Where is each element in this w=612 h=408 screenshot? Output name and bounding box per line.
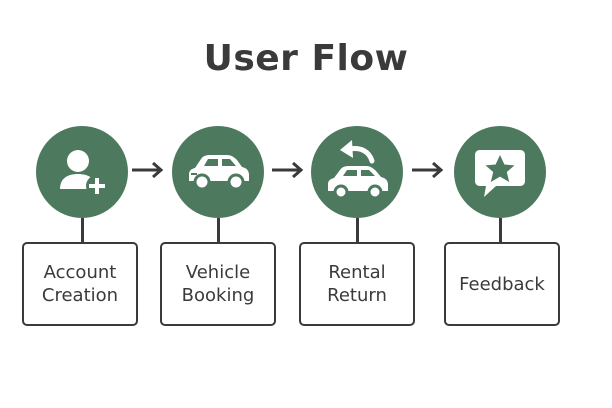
car-icon	[189, 155, 249, 191]
feedback-star-icon	[475, 150, 525, 197]
step-label: Feedback	[459, 273, 545, 295]
connector-line	[81, 218, 84, 242]
flow-arrow	[272, 161, 304, 179]
step-label-box: Account Creation	[22, 242, 138, 326]
step-node	[311, 126, 403, 218]
connector-line	[356, 218, 359, 242]
step-node	[172, 126, 264, 218]
step-node	[454, 126, 546, 218]
car-return-icon	[328, 140, 388, 200]
connector-line	[217, 218, 220, 242]
step-label: Vehicle Booking	[181, 262, 255, 306]
diagram-title: User Flow	[203, 38, 409, 79]
step-label-box: Feedback	[444, 242, 560, 326]
step-node	[36, 126, 128, 218]
step-label: Rental Return	[327, 262, 387, 306]
flow-arrow	[132, 161, 164, 179]
step-label-box: Rental Return	[299, 242, 415, 326]
connector-line	[499, 218, 502, 242]
step-label-box: Vehicle Booking	[160, 242, 276, 326]
add-user-icon	[60, 150, 108, 197]
flow-arrow	[412, 161, 444, 179]
step-label: Account Creation	[41, 262, 119, 306]
